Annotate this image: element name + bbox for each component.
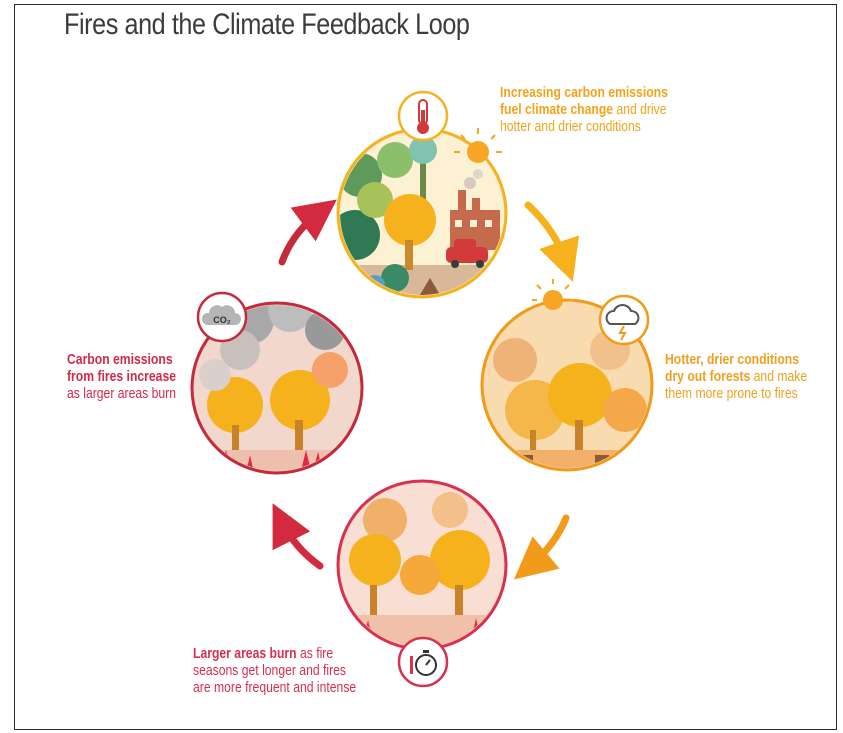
caption-left-line2-bold: from fires increase: [67, 369, 177, 385]
caption-left: Carbon emissions from fires increase as …: [67, 352, 176, 403]
stopwatch-icon: [397, 636, 449, 688]
caption-top-line2-bold: fuel climate change: [500, 102, 614, 118]
sun-icon: [532, 279, 574, 310]
arrow-top-to-right: [524, 201, 580, 282]
co2-cloud-icon: CO₂: [196, 291, 248, 343]
caption-bottom: Larger areas burn as fire seasons get lo…: [193, 646, 356, 697]
caption-right-line2-rest: and make: [750, 369, 808, 385]
caption-right-line2-bold: dry out forests: [665, 369, 751, 385]
caption-bottom-line2-rest: seasons get longer and fires: [193, 663, 347, 679]
scene-right-dry-forest: [480, 298, 654, 472]
storm-cloud-icon: [598, 294, 650, 346]
caption-left-line1-bold: Carbon emissions: [67, 352, 173, 368]
arrow-left-to-top: [278, 199, 337, 266]
caption-top-line1-bold: Increasing carbon emissions: [500, 85, 668, 101]
caption-right-line3-rest: them more prone to fires: [665, 386, 798, 402]
caption-bottom-line1-bold: Larger areas burn: [193, 646, 297, 662]
co2-label: CO₂: [213, 315, 231, 325]
page-title: Fires and the Climate Feedback Loop: [64, 8, 470, 41]
thermometer-icon: [397, 90, 449, 142]
sun-icon: [454, 128, 502, 163]
caption-top-line3-rest: hotter and drier conditions: [500, 119, 641, 135]
arrow-right-to-bottom: [513, 514, 570, 580]
arrow-bottom-to-left: [272, 503, 324, 570]
caption-right: Hotter, drier conditions dry out forests…: [665, 352, 807, 403]
caption-top: Increasing carbon emissions fuel climate…: [500, 85, 668, 136]
caption-right-line1-bold: Hotter, drier conditions: [665, 352, 799, 368]
caption-bottom-line1-rest: as fire: [296, 646, 334, 662]
caption-top-line2-rest: and drive: [613, 102, 667, 118]
caption-left-line3-rest: as larger areas burn: [67, 386, 177, 402]
caption-bottom-line3-rest: are more frequent and intense: [193, 680, 357, 696]
scene-bottom-larger-fires: [336, 479, 508, 651]
